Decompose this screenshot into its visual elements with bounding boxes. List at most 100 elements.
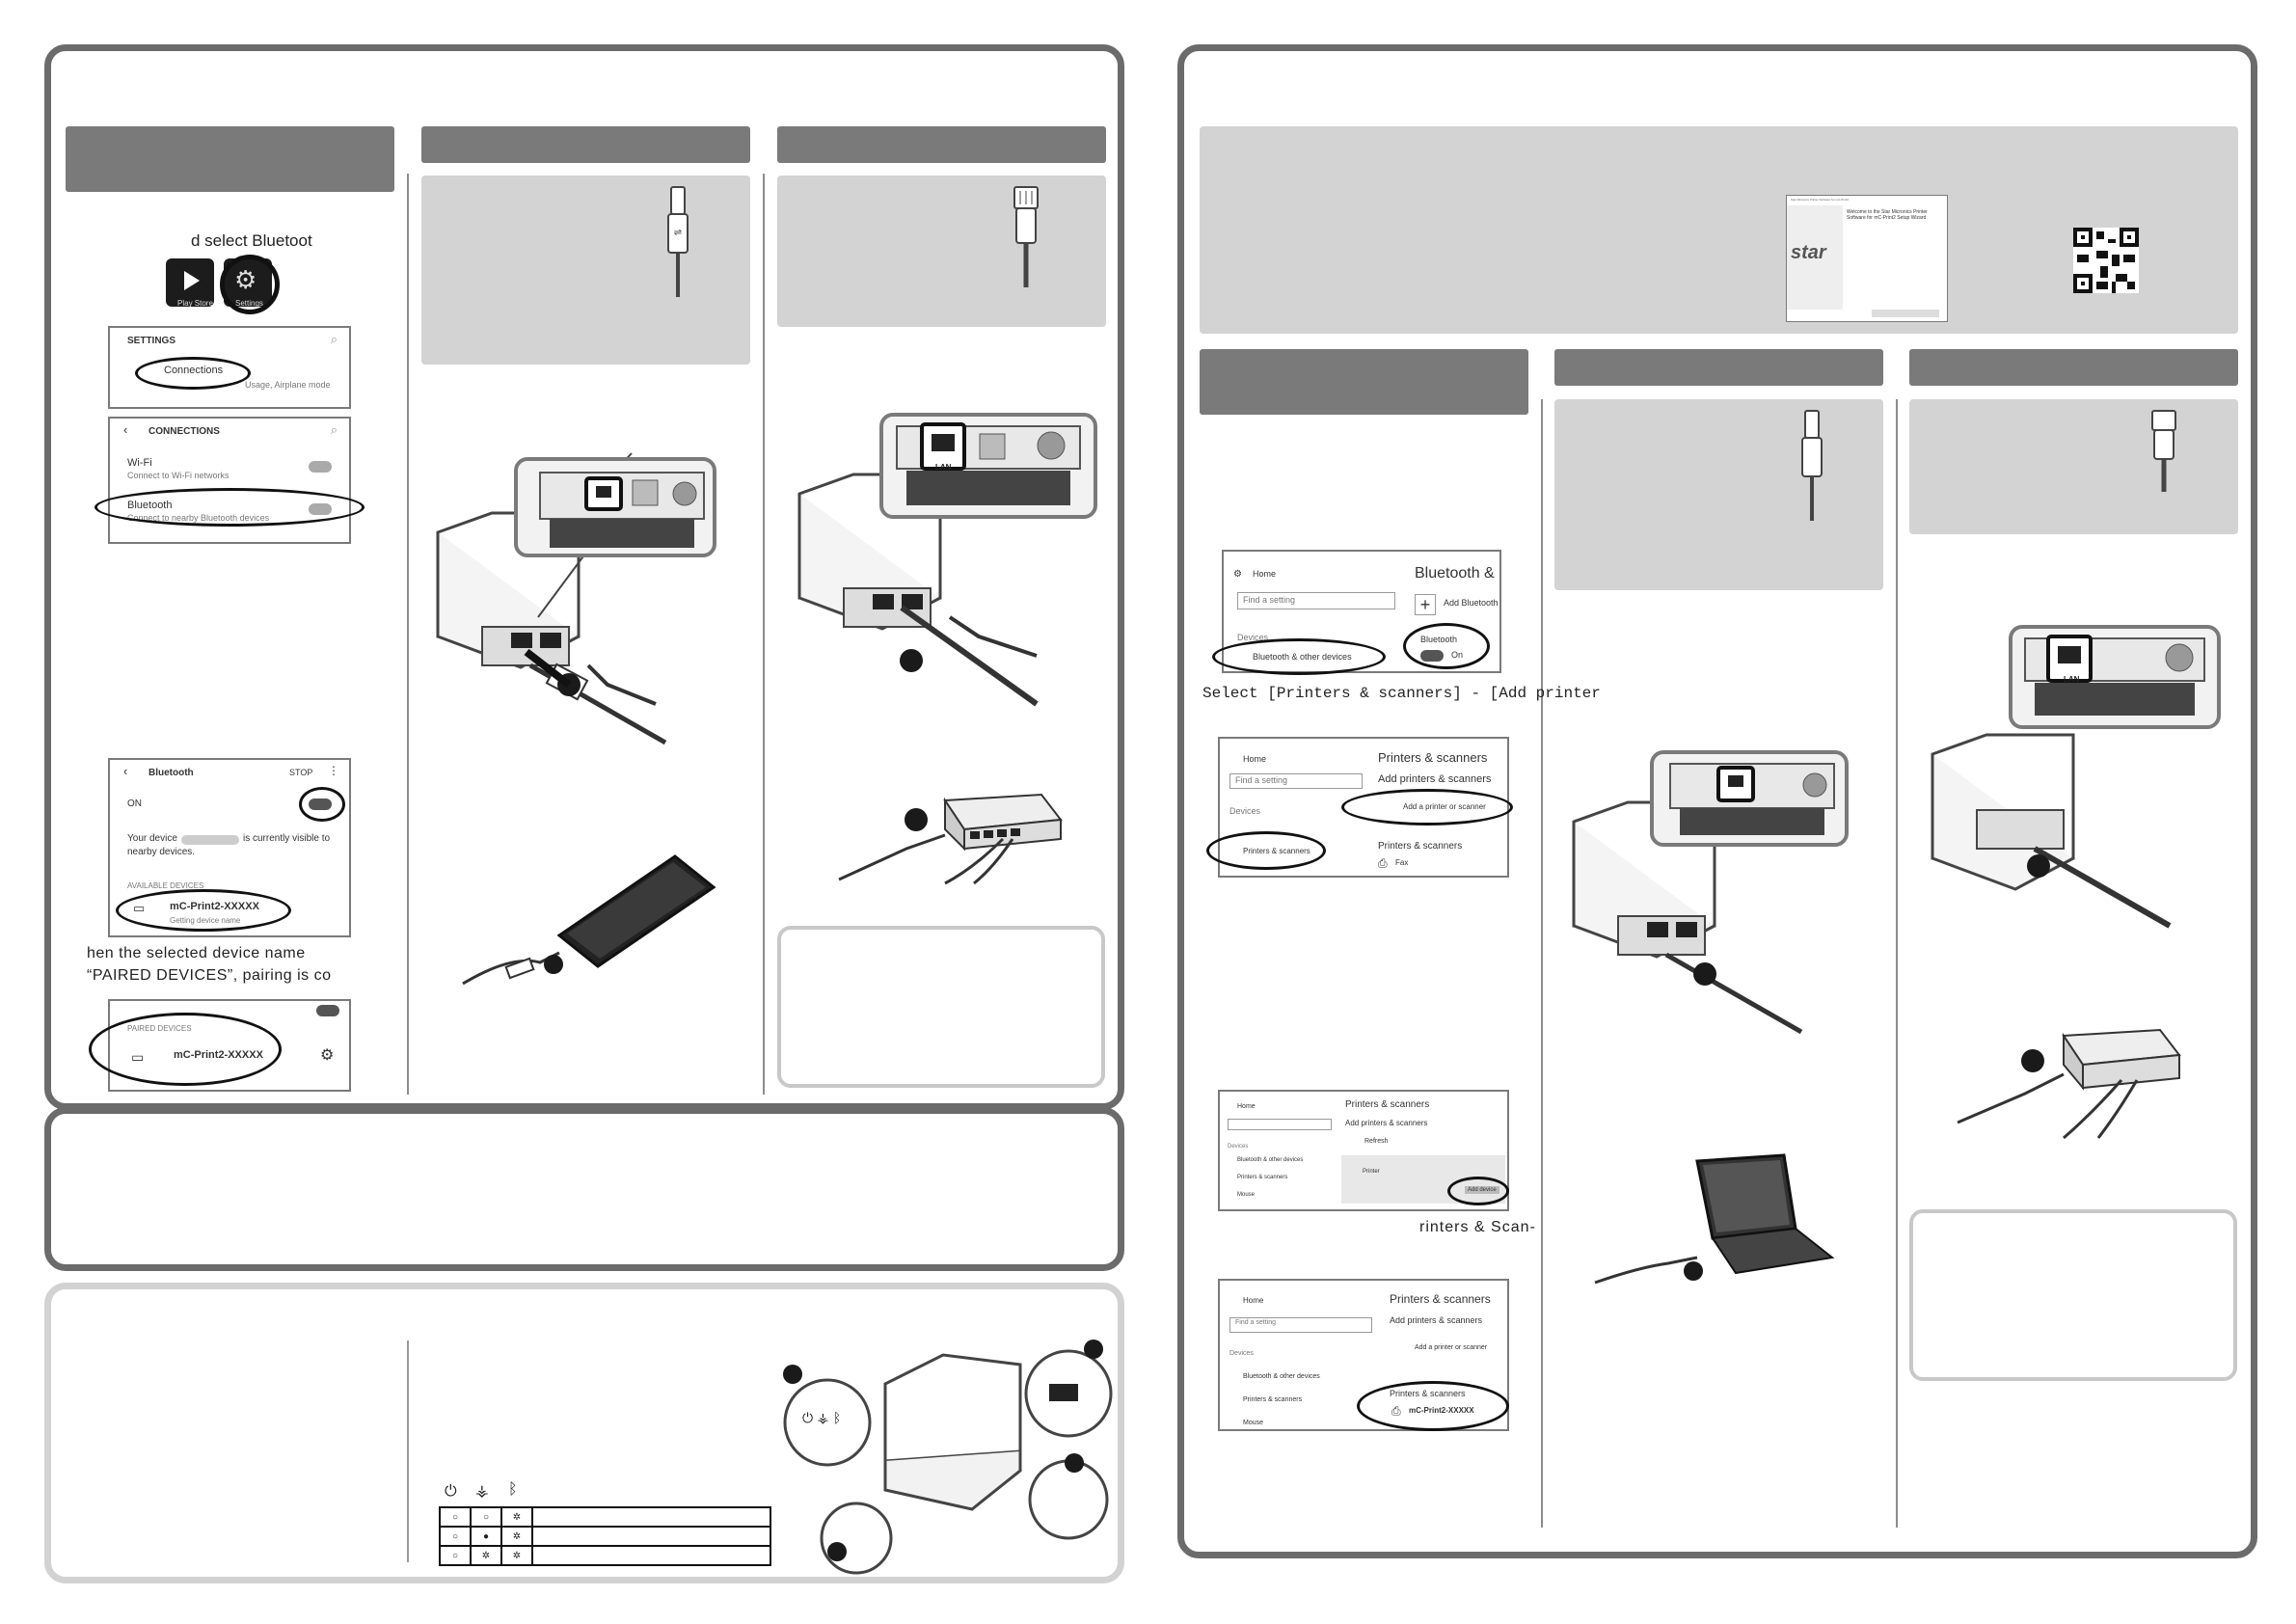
refresh-item[interactable]: Refresh (1364, 1138, 1389, 1145)
paired-toggle[interactable] (316, 1005, 339, 1016)
led-status-table: ○○✲ ○●✲ ○✲✲ (439, 1506, 771, 1566)
usb-column-header (421, 126, 750, 163)
add-printers-title: Add printers & scanners (1390, 1315, 1483, 1325)
home-label[interactable]: Home (1237, 1103, 1256, 1110)
printer-usb-illustration (1572, 800, 1803, 1035)
bt-other-item[interactable]: Bluetooth & other devices (1243, 1373, 1320, 1380)
mouse-item[interactable]: Mouse (1243, 1420, 1264, 1426)
lan-info-box (777, 176, 1106, 327)
search-icon: ⌕ (330, 332, 338, 346)
windows-lan-header (1909, 349, 2238, 386)
stop-button[interactable]: STOP (289, 768, 313, 777)
table-row: ○●✲ (439, 1526, 771, 1547)
home-label[interactable]: Home (1243, 754, 1267, 764)
installer-sidebar (1787, 205, 1843, 310)
software-download-box (1200, 126, 2238, 334)
windows-bluetooth-header (1200, 349, 1528, 415)
connections-highlight (135, 357, 251, 390)
usb-port-detail (1669, 763, 1835, 835)
home-icon: ⚙ (1233, 569, 1242, 580)
windows-printers-panel-1: Home Printers & scanners Find a setting … (1206, 737, 1513, 878)
installer-window: Star Micronics Printer Software for mC-P… (1786, 195, 1948, 322)
android-connections-screen: ‹ CONNECTIONS ⌕ Wi-Fi Connect to Wi-Fi n… (95, 417, 365, 544)
bt-toggle-highlight (1403, 623, 1490, 669)
find-setting-input[interactable] (1237, 592, 1395, 609)
printer-icon: ⎙ (1378, 856, 1388, 870)
home-label[interactable]: Home (1243, 1296, 1264, 1305)
network-hub-illustration (838, 793, 1063, 885)
windows-lan-info-box (1909, 399, 2238, 534)
fax-item[interactable]: Fax (1395, 858, 1409, 867)
devices-label: Devices (1228, 1144, 1249, 1150)
installer-buttons[interactable] (1872, 310, 1939, 317)
gear-icon[interactable]: ⚙ (320, 1047, 335, 1064)
column-divider (407, 174, 409, 1095)
printers-page-title: Printers & scanners (1378, 750, 1488, 765)
printers-highlight (1206, 831, 1326, 870)
smartphone-usb-illustration (462, 854, 716, 986)
added-device-highlight (1357, 1381, 1509, 1431)
toggle-highlight (299, 787, 345, 822)
printers-section-label: Printers & scanners (1378, 841, 1463, 852)
lan-cable-icon (2151, 410, 2176, 492)
usb-info-box (421, 176, 750, 365)
search-icon: ⌕ (330, 422, 338, 437)
network-icon: ⚶ (475, 1481, 489, 1500)
add-printer-highlight (1341, 789, 1513, 826)
add-printer-button[interactable]: Add a printer or scanner (1415, 1344, 1488, 1351)
find-setting-input[interactable] (1228, 1119, 1332, 1130)
find-setting-input[interactable] (1229, 773, 1363, 789)
visible-text-3: nearby devices. (127, 847, 196, 857)
blurred-device-name (181, 835, 239, 845)
column-divider (1896, 399, 1898, 1528)
windows-bluetooth-panel: ⚙ Home Bluetooth & Find a setting + Add … (1212, 550, 1501, 675)
back-arrow-icon[interactable]: ‹ (123, 764, 128, 778)
power-icon: ⏻ (445, 1481, 457, 1500)
usb-cable-icon: ⇌ (667, 186, 689, 297)
svg-text:⇌: ⇌ (674, 228, 682, 238)
add-icon[interactable]: + (1415, 594, 1436, 615)
usb-cable-icon (1801, 410, 1823, 521)
lan-port-detail (896, 422, 1081, 505)
wifi-sub: Connect to Wi-Fi networks (127, 471, 230, 480)
windows-instruction-printers-scanners: rinters & Scan- (1419, 1219, 1536, 1235)
find-setting-placeholder: Find a setting (1243, 595, 1296, 605)
qr-code (2073, 228, 2139, 293)
printers-item[interactable]: Printers & scanners (1243, 1396, 1303, 1403)
windows-printers-panel-3: Home Printers & scanners Find a setting … (1218, 1279, 1509, 1431)
bluetooth-on-label: ON (127, 798, 142, 809)
bt-other-item[interactable]: Bluetooth & other devices (1237, 1157, 1304, 1163)
add-bluetooth-label[interactable]: Add Bluetooth (1444, 598, 1499, 608)
bt-page-title: Bluetooth & (1415, 565, 1495, 582)
wifi-toggle[interactable] (309, 461, 332, 473)
printer-item[interactable]: Printer (1363, 1169, 1380, 1175)
mouse-item[interactable]: Mouse (1237, 1192, 1256, 1198)
devices-label: Devices (1229, 806, 1261, 816)
home-label[interactable]: Home (1253, 569, 1277, 579)
installer-welcome: Welcome to the Star Micronics Printer So… (1847, 209, 1928, 221)
more-icon[interactable]: ⋮ (328, 764, 339, 777)
back-arrow-icon[interactable]: ‹ (123, 422, 128, 437)
find-setting-input[interactable] (1229, 1317, 1372, 1333)
network-hub-illustration (1957, 1028, 2181, 1140)
table-row: ○✲✲ (439, 1545, 771, 1566)
laptop-usb-illustration (1594, 1153, 1835, 1285)
bluetooth-column-header (66, 126, 394, 192)
wifi-item[interactable]: Wi-Fi (127, 457, 152, 469)
printer-lan-illustration (1931, 733, 2172, 929)
windows-lan-note-box (1909, 1209, 2237, 1381)
bluetooth-highlight (95, 488, 365, 527)
column-divider (1541, 399, 1543, 1528)
printers-page-title: Printers & scanners (1390, 1292, 1491, 1306)
visible-text-1: Your device (127, 833, 177, 844)
star-logo: star (1791, 242, 1826, 263)
play-icon (184, 271, 200, 290)
left-bottom-frame (44, 1107, 1124, 1271)
usb-port-detail (539, 472, 705, 548)
table-row: ○○✲ (439, 1506, 771, 1528)
device-highlight (116, 889, 291, 932)
windows-usb-info-box (1554, 399, 1883, 590)
printers-item[interactable]: Printers & scanners (1237, 1175, 1288, 1180)
svg-text:⏻ ⚶ ᛒ: ⏻ ⚶ ᛒ (802, 1411, 841, 1426)
connections-title: CONNECTIONS (149, 426, 220, 437)
